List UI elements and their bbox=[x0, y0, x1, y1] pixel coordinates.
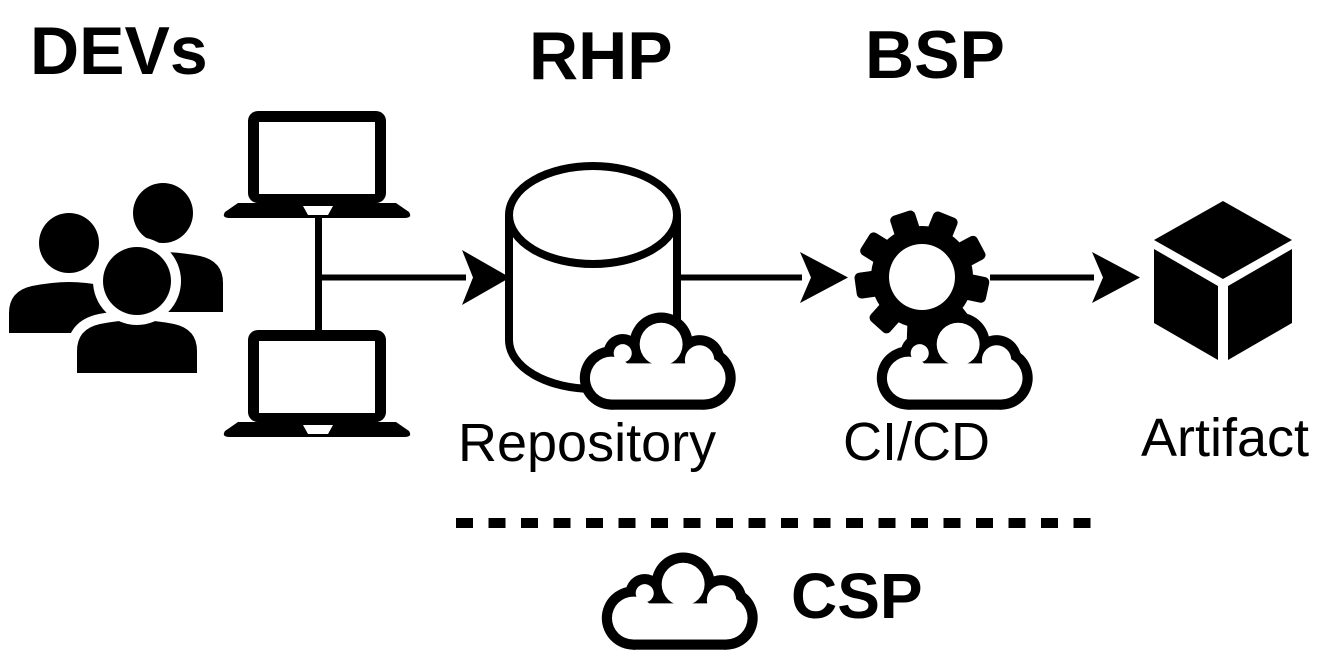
label-artifact: Artifact bbox=[1141, 408, 1310, 468]
csp-cloud-icon bbox=[601, 552, 758, 650]
developers-group-icon bbox=[9, 183, 223, 383]
gear-icon bbox=[854, 210, 990, 345]
cicd-to-artifact-arrowhead-icon bbox=[1092, 252, 1140, 303]
cube-icon bbox=[1154, 201, 1292, 360]
title-rhp: RHP bbox=[529, 18, 673, 94]
repo-to-cicd-arrowhead-icon bbox=[800, 252, 848, 303]
title-bsp: BSP bbox=[865, 17, 1005, 93]
laptop-top-icon bbox=[223, 111, 411, 218]
title-devs: DEVs bbox=[30, 13, 208, 89]
label-repository: Repository bbox=[458, 413, 717, 473]
cicd-cloud-icon bbox=[876, 312, 1033, 410]
workstation-connectors bbox=[315, 216, 466, 332]
laptop-bottom-icon bbox=[223, 330, 411, 437]
label-cicd: CI/CD bbox=[843, 412, 990, 472]
devs-to-repo-arrowhead-icon bbox=[462, 250, 510, 305]
person-front-icon bbox=[67, 237, 207, 383]
label-csp: CSP bbox=[791, 560, 923, 632]
